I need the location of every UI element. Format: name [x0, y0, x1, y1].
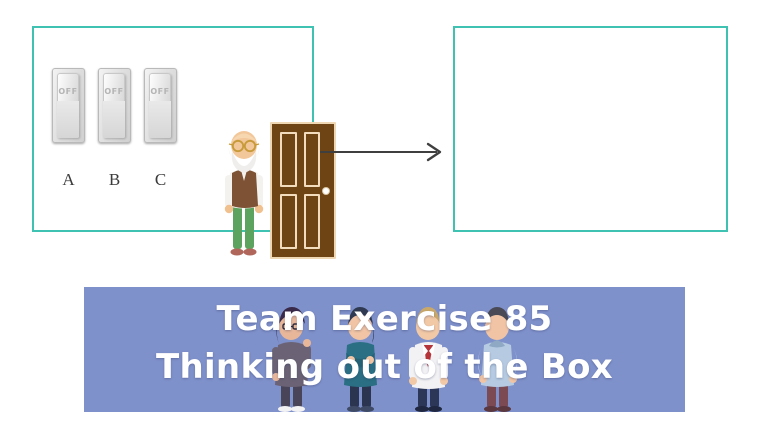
- door-pane: [280, 132, 297, 187]
- switch-toggle-c[interactable]: OFF: [149, 73, 171, 138]
- person-blue: [477, 307, 518, 412]
- door-pane: [303, 194, 320, 249]
- title-banner: Team Exercise 85 Thinking out of the Box: [84, 287, 685, 412]
- light-switch-c[interactable]: OFF: [144, 68, 177, 143]
- bulb-room-panel: [453, 26, 728, 232]
- door-knob-left[interactable]: [323, 187, 329, 194]
- switch-label-a: A: [62, 170, 75, 189]
- door-panes-left: [280, 132, 320, 249]
- switch-state-a: OFF: [58, 87, 78, 96]
- door-pane: [303, 132, 320, 187]
- switch-label-c: C: [154, 170, 167, 189]
- elderly-man-illustration: [220, 123, 268, 259]
- banner-people-illustration: [84, 287, 685, 412]
- person-labcoat: [409, 307, 448, 412]
- person-purple: [272, 307, 311, 412]
- transition-arrow-icon: [320, 140, 448, 164]
- light-switch-a[interactable]: OFF: [52, 68, 85, 143]
- switch-room-panel: OFF A OFF B OFF C: [32, 26, 336, 259]
- banner-title: Team Exercise 85 Thinking out of the Box: [155, 299, 613, 387]
- switch-toggle-a[interactable]: OFF: [57, 73, 79, 138]
- door-pane: [280, 194, 297, 249]
- switch-state-b: OFF: [104, 87, 124, 96]
- switch-toggle-b[interactable]: OFF: [103, 73, 125, 138]
- switch-label-b: B: [108, 170, 121, 189]
- person-teal: [344, 307, 377, 412]
- light-switch-b[interactable]: OFF: [98, 68, 131, 143]
- door-left[interactable]: [270, 122, 336, 259]
- switch-state-c: OFF: [150, 87, 170, 96]
